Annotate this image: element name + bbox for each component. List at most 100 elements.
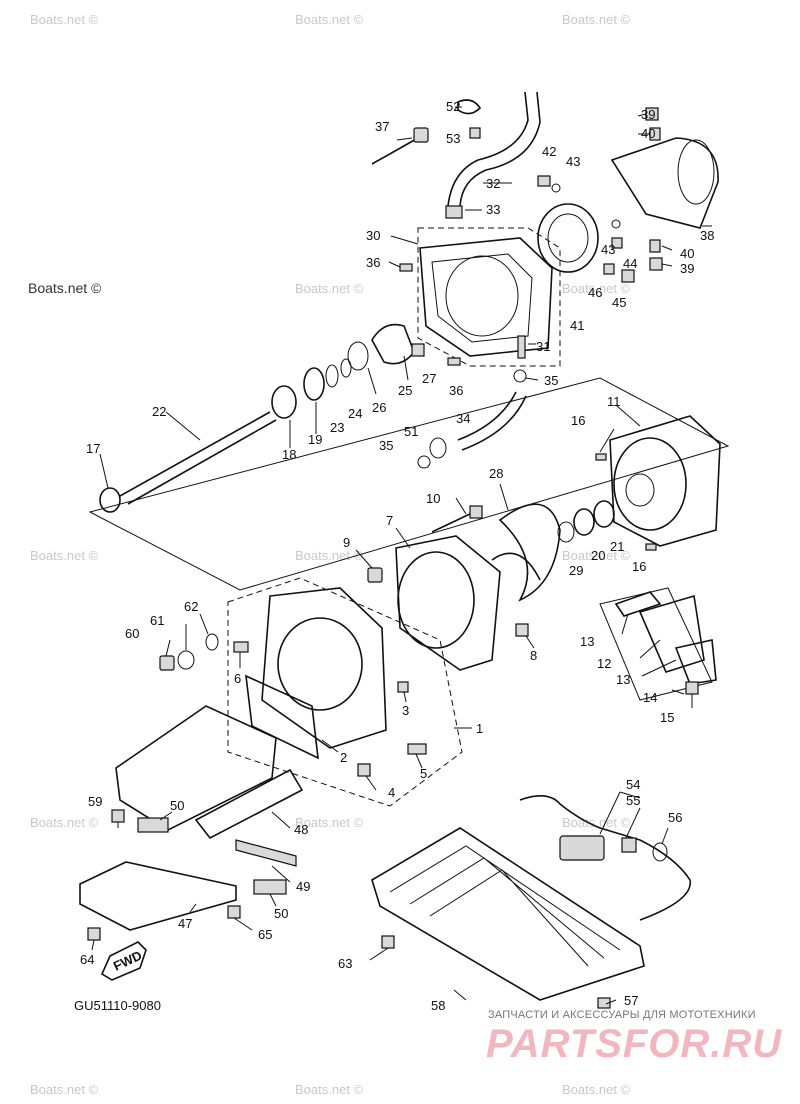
seal-29 [557, 521, 575, 543]
callout-63: 63 [338, 956, 352, 971]
pin-16 [595, 453, 607, 461]
callout-48: 48 [294, 822, 308, 837]
callout-40: 40 [641, 126, 655, 141]
pin-6 [233, 641, 249, 653]
callout-58: 58 [431, 998, 445, 1013]
collar-40b [649, 239, 661, 253]
watermarks: Boats.net © Boats.net © Boats.net © Boat… [28, 12, 631, 1097]
watermark-text: Boats.net © [30, 12, 99, 27]
leader-line [91, 939, 95, 951]
leader-line [661, 827, 669, 845]
impeller-housing-11-face [613, 437, 687, 531]
bearing-20 [573, 508, 595, 536]
callout-3: 3 [402, 703, 409, 718]
callout-35: 35 [544, 373, 558, 388]
watermark-text: Boats.net © [295, 1082, 364, 1097]
collar-9 [367, 567, 383, 583]
watermark-text: Boats.net © [28, 280, 102, 296]
watermark-text: Boats.net © [562, 1082, 631, 1097]
leader-line [233, 917, 253, 931]
bolt-39b [649, 257, 663, 271]
leader-line [369, 947, 389, 961]
callout-32: 32 [486, 176, 500, 191]
pump-housing-30 [419, 237, 553, 357]
callout-59: 59 [88, 794, 102, 809]
pump-housing-30-inner [431, 253, 533, 343]
intake-housing-1 [261, 587, 387, 749]
callout-30: 30 [366, 228, 380, 243]
callout-51: 51 [404, 424, 418, 439]
bearing-19 [303, 367, 325, 401]
parts [79, 91, 721, 1009]
callout-36: 36 [449, 383, 463, 398]
leader-line [637, 113, 647, 117]
callout-43: 43 [601, 242, 615, 257]
leader-line [453, 989, 467, 1001]
leader-line [271, 811, 291, 829]
watermark-text: Boats.net © [562, 815, 631, 830]
leader-line [599, 428, 615, 453]
bolt-45 [621, 269, 635, 283]
callout-2: 2 [340, 750, 347, 765]
watermark-text: Boats.net © [30, 548, 99, 563]
bracket-48-flange [194, 768, 304, 840]
leader-line [99, 453, 109, 489]
collar-4 [357, 763, 371, 777]
leader-line [271, 865, 291, 883]
callout-25: 25 [398, 383, 412, 398]
grate-12 [638, 594, 705, 673]
fitting-51 [429, 437, 447, 459]
callout-8: 8 [530, 648, 537, 663]
callout-41: 41 [570, 318, 584, 333]
callout-5: 5 [420, 766, 427, 781]
o-ring-26 [347, 341, 369, 371]
callout-42: 42 [542, 144, 556, 159]
bolt-head-37 [413, 127, 429, 143]
leader-line [189, 903, 197, 913]
leader-lines [91, 106, 712, 1005]
bolt-27 [411, 343, 425, 357]
clamp-35 [513, 369, 527, 383]
callout-37: 37 [375, 119, 389, 134]
watermark-text: Boats.net © [295, 548, 364, 563]
callout-50: 50 [274, 906, 288, 921]
callout-17: 17 [86, 441, 100, 456]
leader-line [455, 497, 467, 515]
callout-39: 39 [680, 261, 694, 276]
leader-line [355, 549, 373, 569]
impeller-housing-11 [609, 415, 721, 547]
diagram-code: GU51110-9080 [74, 998, 161, 1013]
washer-43b [611, 219, 621, 229]
callout-45: 45 [612, 295, 626, 310]
drive-shaft-22 [119, 411, 271, 497]
callout-46: 46 [588, 285, 602, 300]
callout-60: 60 [125, 626, 139, 641]
bolt-57 [597, 997, 611, 1009]
leader-line [661, 245, 673, 251]
strip-49 [235, 839, 297, 867]
nut-60 [159, 655, 175, 671]
nut-56 [621, 837, 637, 853]
bolt-8 [515, 623, 529, 637]
callout-9: 9 [343, 535, 350, 550]
seal-21 [593, 500, 615, 528]
leader-line [390, 235, 419, 245]
callout-29: 29 [569, 563, 583, 578]
callout-7: 7 [386, 513, 393, 528]
callout-16: 16 [632, 559, 646, 574]
leader-line [159, 811, 173, 821]
pump-housing-group-outline [417, 227, 561, 367]
callout-43: 43 [566, 154, 580, 169]
leader-line [499, 483, 509, 511]
callout-50: 50 [170, 798, 184, 813]
bolt-42 [537, 175, 551, 187]
leader-line [321, 739, 339, 753]
clamp-35b [417, 455, 431, 469]
steering-nozzle-38 [610, 137, 719, 229]
leader-line [616, 405, 641, 427]
impeller-28 [498, 503, 561, 602]
leader-line [599, 791, 621, 835]
collar-3 [397, 681, 409, 693]
bolt-59 [111, 809, 125, 823]
callout-36: 36 [366, 255, 380, 270]
